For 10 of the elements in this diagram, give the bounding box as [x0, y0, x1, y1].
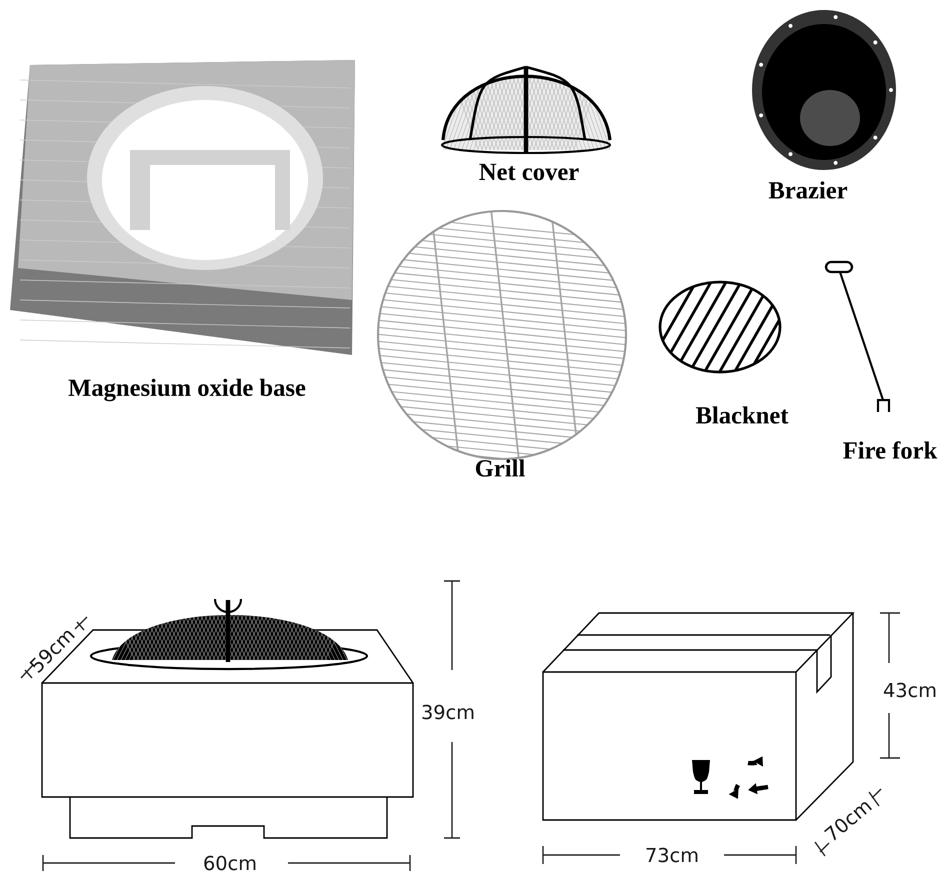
part-caption: Magnesium oxide base: [68, 378, 306, 402]
part-caption: Net cover: [479, 164, 579, 180]
dimension-label: 39cm: [422, 704, 474, 720]
dimension-label: 60cm: [204, 856, 256, 870]
part-caption: Brazier: [768, 181, 848, 199]
part-caption: Blacknet: [696, 406, 788, 424]
dimension-label: 73cm: [646, 848, 698, 862]
part-caption: Fire fork: [843, 441, 938, 459]
part-caption: Grill: [476, 459, 525, 477]
dimension-label: 43cm: [884, 682, 936, 698]
